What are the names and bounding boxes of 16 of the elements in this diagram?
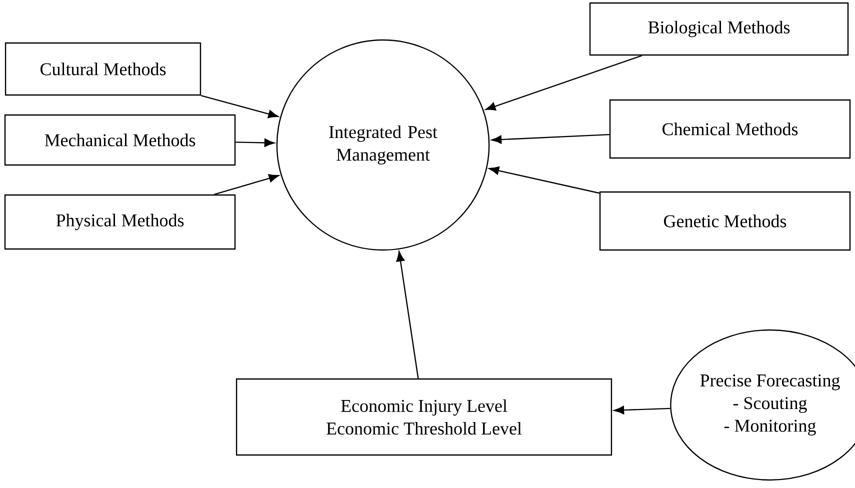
method-box: Biological Methods	[589, 2, 849, 56]
arrow	[491, 134, 610, 144]
method-box: Mechanical Methods	[4, 114, 236, 166]
method-box: Physical Methods	[4, 194, 236, 250]
method-box: Chemical Methods	[609, 99, 851, 159]
arrow	[614, 406, 670, 414]
arrow	[214, 174, 280, 195]
arrow	[488, 166, 600, 194]
ellipse-node: Integrated Pest Management	[276, 39, 490, 251]
method-box: Cultural Methods	[4, 42, 202, 96]
arrow	[485, 55, 642, 111]
method-box: Genetic Methods	[599, 191, 851, 251]
level-box: Economic Injury Level Economic Threshold Level	[236, 378, 612, 456]
arrow	[200, 95, 278, 118]
arrow	[396, 251, 419, 378]
arrow	[236, 138, 275, 147]
